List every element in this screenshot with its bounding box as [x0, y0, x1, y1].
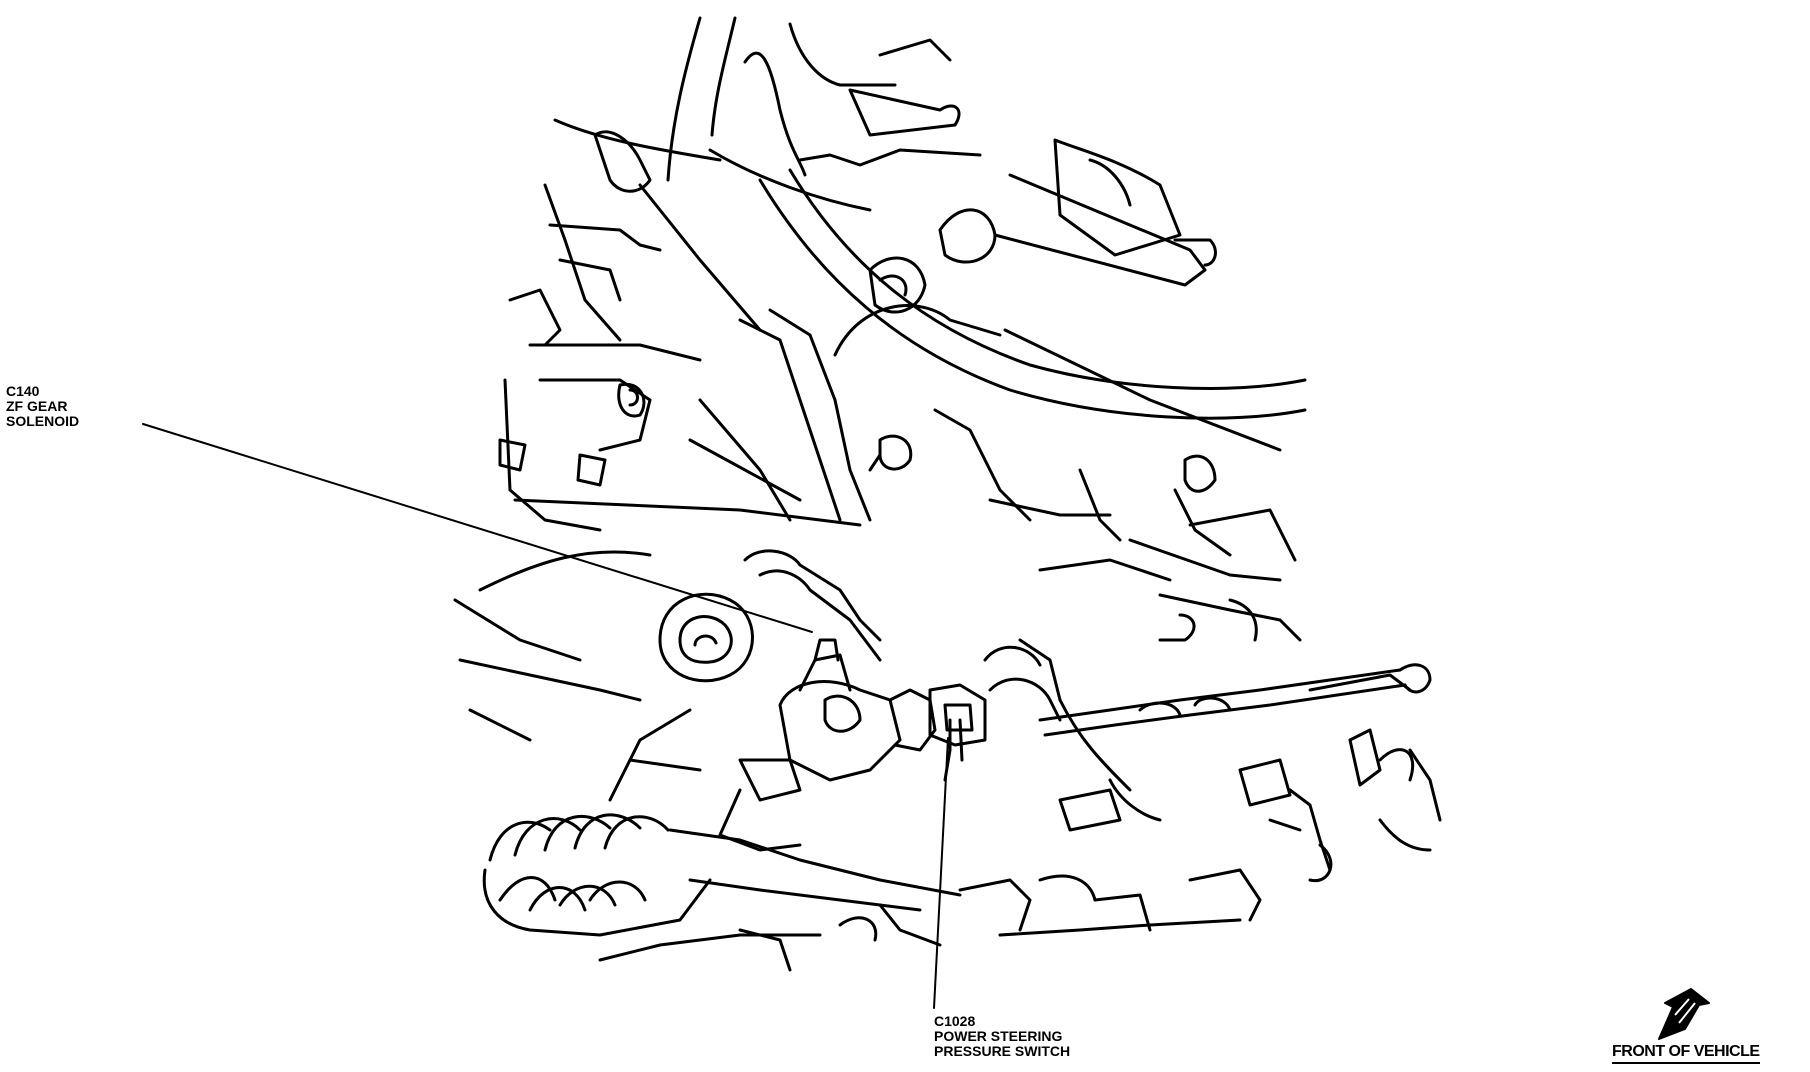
callout-c140-line-2: ZF GEAR — [6, 398, 68, 414]
left-engine-block — [453, 183, 862, 742]
callout-c140-code: C140 — [6, 383, 40, 399]
callout-c1028-label: C1028 POWER STEERING PRESSURE SWITCH — [934, 1014, 1070, 1059]
front-of-vehicle-label: FRONT OF VEHICLE — [1612, 1043, 1760, 1064]
callout-c1028-code: C1028 — [934, 1013, 976, 1029]
zf-gear-housing — [608, 592, 937, 852]
callout-c1028-line-2: POWER STEERING — [934, 1028, 1063, 1044]
upper-engine-outline — [553, 16, 1217, 332]
bellows-boot — [482, 813, 962, 972]
leader-line-c1028 — [933, 737, 949, 1009]
main-hose — [758, 168, 1307, 452]
right-harness — [1038, 663, 1442, 883]
front-arrow-icon — [1658, 988, 1710, 1040]
leader-line-c140 — [142, 423, 813, 633]
lower-right-outline — [958, 868, 1262, 937]
callout-c140-line-3: SOLENOID — [6, 413, 80, 429]
callout-c140-label: C140 ZF GEAR SOLENOID — [6, 384, 79, 429]
ps-switch-area — [928, 638, 1132, 792]
center-bracket-area — [688, 308, 1302, 662]
callout-c1028-line-3: PRESSURE SWITCH — [934, 1043, 1071, 1059]
